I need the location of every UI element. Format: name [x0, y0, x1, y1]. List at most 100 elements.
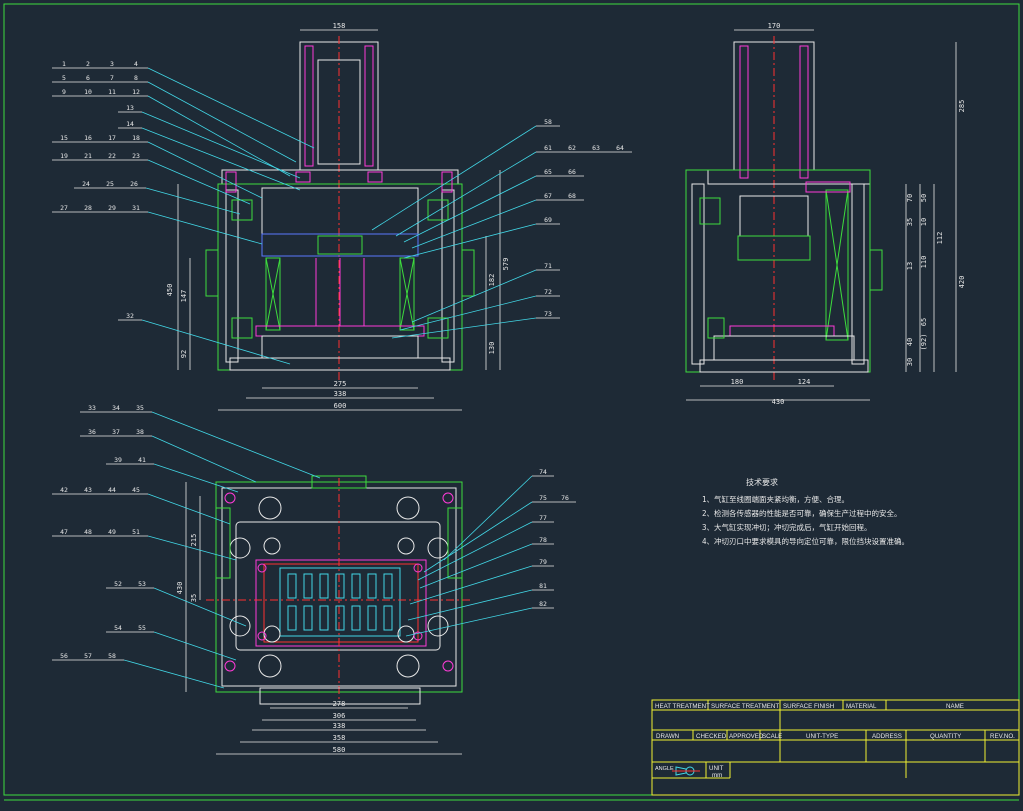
centre-block	[317, 235, 363, 255]
balloon-number: 4	[134, 60, 138, 68]
side-dim-b2: 124	[798, 378, 811, 386]
slot	[367, 573, 377, 599]
balloon-number: 72	[544, 288, 552, 296]
tb-text: HEAT TREATMENT SURFACE TREATMENT SURFACE…	[655, 703, 1015, 779]
balloon-number: 39	[114, 456, 122, 464]
tb-surface-treatment: SURFACE TREATMENT	[711, 703, 779, 710]
balloon-number: 65	[544, 168, 552, 176]
slot	[335, 605, 345, 631]
cylinder-rod-right	[364, 45, 374, 167]
balloon-number: 31	[132, 204, 140, 212]
plan-die-frame	[255, 559, 427, 647]
leader-line	[153, 587, 247, 627]
leader-line	[411, 269, 537, 323]
balloon-number: 41	[138, 456, 146, 464]
leader-line	[147, 493, 231, 525]
side-base	[699, 359, 869, 373]
plan-blank	[263, 563, 419, 643]
side-dim-top: 170	[768, 22, 781, 30]
plan-dim-b2: 306	[333, 712, 346, 720]
side-post-left	[691, 183, 705, 365]
front-dimensions	[177, 29, 501, 411]
balloon-number: 6	[86, 74, 90, 82]
balloon-number: 51	[132, 528, 140, 536]
drawing-border	[3, 3, 1020, 796]
leader-line	[443, 475, 533, 561]
balloon-number: 9	[62, 88, 66, 96]
side-dim-text: 170 180 124 430 285 420 70 50 35 10 112 …	[731, 22, 966, 406]
slot	[367, 605, 377, 631]
balloon-number: 53	[138, 580, 146, 588]
balloon-number: 76	[561, 494, 569, 502]
balloon-number: 14	[126, 120, 134, 128]
dim-right-1: 579	[502, 258, 510, 271]
guide-right-cross-b	[399, 257, 415, 331]
leader-line	[423, 501, 533, 573]
plan-bolts	[224, 492, 454, 672]
corner-bolt-right	[441, 171, 453, 193]
balloon-number: 16	[84, 134, 92, 142]
leader-line	[147, 211, 263, 245]
slot	[383, 605, 393, 631]
hole	[263, 625, 281, 643]
leader-line	[151, 411, 321, 479]
right-post	[441, 189, 455, 363]
balloon-number: 2	[86, 60, 90, 68]
leader-line	[371, 125, 537, 231]
balloon-number: 24	[82, 180, 90, 188]
side-dim-r4: 50	[920, 194, 928, 202]
balloon-number: 75	[539, 494, 547, 502]
cyl-mount-left	[295, 171, 311, 183]
balloon-number: 44	[108, 486, 116, 494]
side-dim-b1: 180	[731, 378, 744, 386]
leader-line	[141, 111, 301, 179]
tb-name: NAME	[946, 703, 964, 710]
side-guide	[825, 189, 849, 341]
leader-line	[153, 631, 237, 661]
balloon-number: 37	[112, 428, 120, 436]
balloon-number: 38	[136, 428, 144, 436]
cyl-mount-right	[367, 171, 383, 183]
balloon-number: 73	[544, 310, 552, 318]
balloon-number: 36	[88, 428, 96, 436]
guide-right	[399, 257, 415, 331]
technical-notes: 技术要求 1、气缸至线圈端面夹紧均衡，方便、合理。 2、检测各传感器的性能是否可…	[702, 477, 909, 546]
side-dim-r10: 65	[920, 318, 928, 326]
balloon-number: 3	[110, 60, 114, 68]
leader-line	[419, 543, 533, 589]
balloon-number: 17	[108, 134, 116, 142]
balloon-number: 21	[84, 152, 92, 160]
side-dim-r11: 40	[906, 338, 914, 346]
right-handle	[461, 249, 475, 297]
plan-dim-b4: 358	[333, 734, 346, 742]
balloon-number: 68	[568, 192, 576, 200]
bolt	[442, 492, 454, 504]
side-dim-r13: 30	[906, 358, 914, 366]
tb-checked: CHECKED	[696, 733, 727, 740]
plan-dim-text: 278 306 338 358 580 215 430 35	[176, 534, 345, 754]
die-plate	[255, 325, 425, 337]
cylinder-rod-left	[304, 45, 314, 167]
plan-workpiece	[279, 567, 401, 637]
balloon-number: 52	[114, 580, 122, 588]
side-dim-r9: 13	[906, 262, 914, 270]
plan-dim-l3: 35	[190, 594, 198, 602]
tb-material: MATERIAL	[846, 703, 877, 710]
balloon-number: 49	[108, 528, 116, 536]
tb-drawn: DRAWN	[656, 733, 679, 740]
corner-bolt-left	[225, 171, 237, 193]
side-dim-b3: 430	[772, 398, 785, 406]
balloon-number: 27	[60, 204, 68, 212]
balloon-number: 11	[108, 88, 116, 96]
balloon-number: 42	[60, 486, 68, 494]
side-punch-holder	[737, 235, 811, 261]
leader-line	[153, 463, 239, 493]
leader-line	[141, 319, 291, 365]
side-dimensions	[686, 29, 957, 401]
tb-surface-finish: SURFACE FINISH	[783, 703, 834, 710]
punch-holder	[261, 233, 419, 257]
tb-scale: SCALE	[762, 733, 782, 740]
balloon-number: 43	[84, 486, 92, 494]
sensor-left-low	[231, 317, 253, 339]
balloon-number: 79	[539, 558, 547, 566]
